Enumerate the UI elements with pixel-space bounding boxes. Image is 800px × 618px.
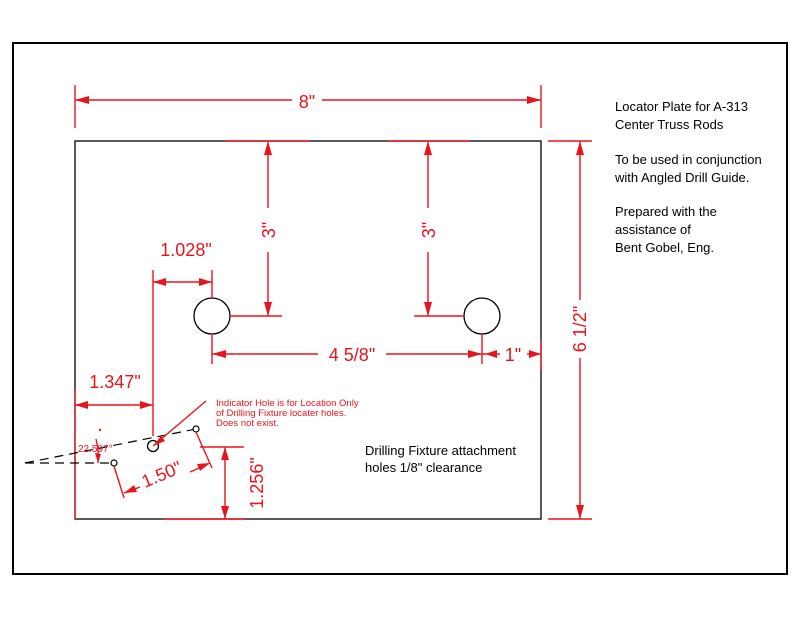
credit-line1: Prepared with the	[615, 204, 717, 219]
fixture-angle-dimension: 22.597°	[78, 428, 113, 464]
attachment-note-line1: Drilling Fixture attachment	[365, 443, 516, 458]
indicator-note: Indicator Hole is for Location Only of D…	[216, 398, 359, 429]
usage-line1: To be used in conjunction	[615, 152, 762, 167]
indicator-note-line2: of Drilling Fixture locater holes.	[216, 408, 346, 419]
right-hole-depth-label: 3"	[419, 222, 439, 238]
title-notes: Locator Plate for A-313 Center Truss Rod…	[614, 99, 762, 255]
right-hole-depth-dimension: 3"	[414, 141, 464, 317]
fixture-height-dimension: 1.256"	[200, 446, 267, 519]
hole-spacing-dimension: 4 5/8"	[211, 334, 483, 365]
indicator-note-line3: Does not exist.	[216, 418, 279, 429]
right-edge-label: 1"	[505, 345, 521, 365]
title-line1: Locator Plate for A-313	[615, 99, 748, 114]
right-edge-dimension: 1"	[482, 345, 541, 365]
attachment-note-line2: holes 1/8" clearance	[365, 460, 482, 475]
indicator-note-line1: Indicator Hole is for Location Only	[216, 398, 359, 409]
credit-line2: assistance of	[615, 222, 691, 237]
usage-line2: with Angled Drill Guide.	[614, 170, 749, 185]
hole-spacing-label: 4 5/8"	[329, 345, 375, 365]
left-locator-hole	[193, 297, 231, 335]
left-hole-depth-dimension: 3"	[230, 141, 282, 317]
left-hole-depth-label: 3"	[259, 222, 279, 238]
attachment-note: Drilling Fixture attachment holes 1/8" c…	[365, 443, 516, 475]
right-locator-hole	[463, 297, 501, 335]
indicator-offset-dimension: 1.347"	[74, 372, 154, 470]
height-label: 6 1/2"	[570, 306, 590, 352]
indicator-leader-arrow	[153, 436, 165, 446]
left-hole-offset-label: 1.028"	[160, 240, 211, 260]
fixture-hole-left	[110, 459, 118, 467]
height-dimension: 6 1/2"	[548, 140, 592, 520]
left-hole-offset-dimension: 1.028"	[152, 240, 213, 400]
sheet-border	[12, 42, 788, 575]
title-line2: Center Truss Rods	[615, 117, 724, 132]
fixture-angle-label: 22.597°	[78, 444, 113, 455]
width-dimension: 8"	[74, 85, 542, 128]
fixture-hole-right	[192, 425, 200, 433]
width-label: 8"	[299, 92, 315, 112]
fixture-height-label: 1.256"	[247, 457, 267, 508]
credit-line3: Bent Gobel, Eng.	[615, 240, 714, 255]
fixture-spacing-label: 1.50"	[139, 457, 185, 491]
indicator-offset-label: 1.347"	[89, 372, 140, 392]
